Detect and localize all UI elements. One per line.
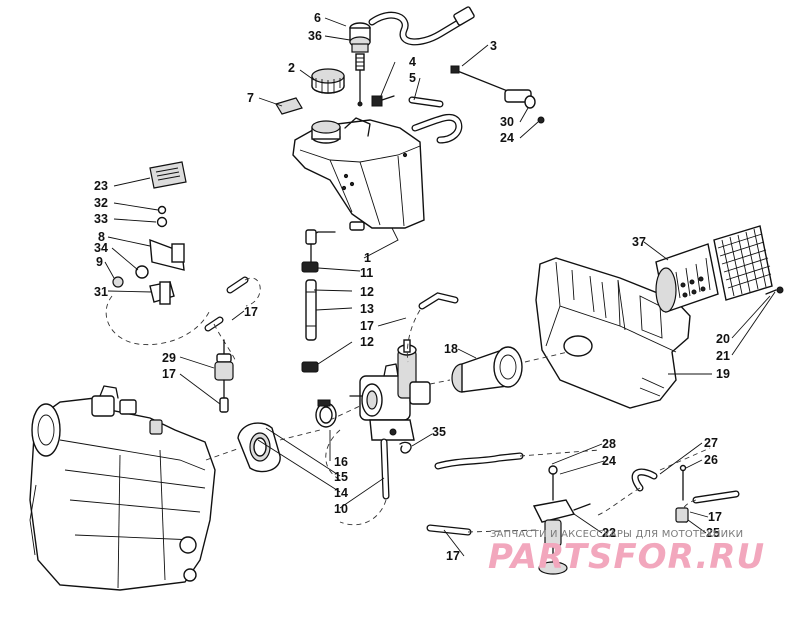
callout-37: 37: [632, 235, 646, 249]
throttle-cable-clip: [399, 441, 412, 454]
callout-24: 24: [500, 131, 514, 145]
callout-26: 26: [704, 453, 718, 467]
callout-34: 34: [94, 241, 108, 255]
intake-boot: [429, 346, 569, 393]
callout-24-pump: 24: [602, 454, 616, 468]
intake-flange: [205, 422, 321, 473]
callout-12-upper: 12: [360, 285, 374, 299]
callout-6: 6: [314, 11, 321, 25]
air-filter-element: [655, 243, 719, 313]
fuel-sender: [349, 22, 371, 107]
callout-11: 11: [360, 266, 373, 280]
tank-bracket-fitting: [450, 65, 545, 124]
intake-clamp: [315, 399, 337, 428]
callout-14: 14: [334, 486, 348, 500]
callout-22: 22: [602, 526, 616, 540]
carburetor: [329, 339, 431, 441]
callout-7: 7: [247, 91, 254, 105]
pump-hoses: [426, 447, 740, 536]
callout-8: 8: [98, 230, 105, 244]
engine-block: [29, 385, 216, 591]
pulse-hose: [434, 449, 601, 470]
vent-hose-top: [368, 6, 475, 46]
watermark: ЗАПЧАСТИ И АКСЕССУАРЫ ДЛЯ МОТОТЕХНИКИ PA…: [488, 529, 765, 577]
callout-31: 31: [94, 285, 108, 299]
callout-2: 2: [288, 61, 295, 75]
callout-9: 9: [96, 255, 103, 269]
rubber-pad: [275, 97, 303, 115]
callout-25: 25: [706, 526, 720, 540]
callout-17-pump-right: 17: [708, 510, 722, 524]
fuel-tank: [292, 117, 425, 231]
callout-1: 1: [364, 251, 371, 265]
inline-fuel-filter: [214, 339, 234, 413]
air-screen: [713, 225, 784, 301]
callout-12-lower: 12: [360, 335, 374, 349]
fuel-hoses-left: [105, 276, 261, 363]
tank-vent-fitting: [371, 95, 463, 144]
callout-32: 32: [94, 196, 108, 210]
callout-27: 27: [704, 436, 718, 450]
callout-18: 18: [444, 342, 458, 356]
callout-3: 3: [490, 39, 497, 53]
callout-29: 29: [162, 351, 176, 365]
watermark-tagline: ЗАПЧАСТИ И АКСЕССУАРЫ ДЛЯ МОТОТЕХНИКИ: [490, 529, 743, 540]
callout-35: 35: [432, 425, 446, 439]
callout-17-carb-hose: 17: [360, 319, 374, 333]
callout-30: 30: [500, 115, 514, 129]
callout-17-left-hose: 17: [244, 305, 258, 319]
callout-13: 13: [360, 302, 374, 316]
leader-lines: [104, 17, 776, 557]
callout-17-filter: 17: [162, 367, 176, 381]
callout-28: 28: [602, 437, 616, 451]
shutoff-valve-assembly: [112, 205, 185, 305]
callout-36: 36: [308, 29, 322, 43]
label-decal: [149, 161, 187, 189]
fuel-pump: [532, 465, 591, 575]
check-valve: [675, 464, 689, 523]
callout-10: 10: [334, 502, 348, 516]
callout-20: 20: [716, 332, 730, 346]
fuel-pickup-line: [301, 229, 336, 373]
callout-5: 5: [409, 71, 416, 85]
callout-15: 15: [334, 470, 348, 484]
fuel-cap: [311, 68, 345, 94]
air-silencer-box: [535, 257, 691, 409]
callout-21: 21: [716, 349, 730, 363]
callout-23: 23: [94, 179, 108, 193]
fuel-hoses-carb: [325, 292, 459, 526]
watermark-brand: PARTSFOR.RU: [488, 537, 765, 577]
callout-33: 33: [94, 212, 108, 226]
callout-numbers: 6 36 3 2 4 5 7 30 24 23 32 33 8 34 9 31 …: [94, 11, 730, 563]
callout-16: 16: [334, 455, 348, 469]
callout-17-pump-left: 17: [446, 549, 460, 563]
callout-4: 4: [409, 55, 416, 69]
callout-19: 19: [716, 367, 730, 381]
